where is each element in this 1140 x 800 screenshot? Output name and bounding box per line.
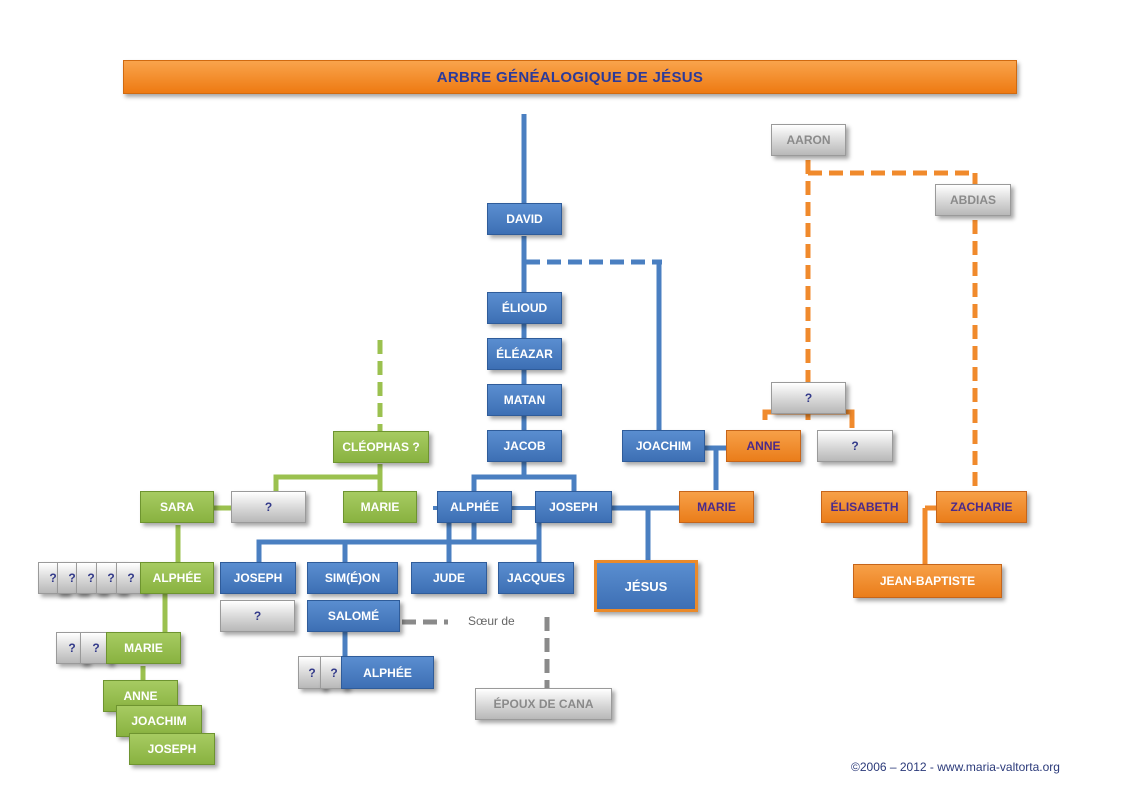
node-jacob: JACOB — [487, 430, 562, 462]
node-zacharie: ZACHARIE — [936, 491, 1027, 523]
node-jude: JUDE — [411, 562, 487, 594]
node-jean-baptiste: JEAN-BAPTISTE — [853, 564, 1002, 598]
node-sara: SARA — [140, 491, 214, 523]
node-unknown-sara-spouse: ? — [231, 491, 306, 523]
node-matan: MATAN — [487, 384, 562, 416]
node-david: DAVID — [487, 203, 562, 235]
node-alphee: ALPHÉE — [437, 491, 512, 523]
node-cleophas: CLÉOPHAS ? — [333, 431, 429, 463]
diagram-title: ARBRE GÉNÉALOGIQUE DE JÉSUS — [123, 60, 1017, 94]
node-abdias: ABDIAS — [935, 184, 1011, 216]
node-marie-cleophas: MARIE — [343, 491, 417, 523]
node-simeon: SIM(É)ON — [307, 562, 398, 594]
node-alphee-sara: ALPHÉE — [140, 562, 214, 594]
node-elioud: ÉLIOUD — [487, 292, 562, 324]
node-joachim-green: JOACHIM — [116, 705, 202, 737]
node-elisabeth: ÉLISABETH — [821, 491, 908, 523]
node-unknown-sibling: ? — [817, 430, 893, 462]
node-salome: SALOMÉ — [307, 600, 400, 632]
node-marie-mother: MARIE — [679, 491, 754, 523]
node-jesus: JÉSUS — [594, 560, 698, 612]
node-epoux-de-cana: ÉPOUX DE CANA — [475, 688, 612, 720]
node-anne: ANNE — [726, 430, 801, 462]
soeur-de-label: Sœur de — [468, 614, 515, 628]
node-joseph-child: JOSEPH — [220, 562, 296, 594]
node-unknown-joseph-spouse: ? — [220, 600, 295, 632]
node-eleazar: ÉLÉAZAR — [487, 338, 562, 370]
node-joseph: JOSEPH — [535, 491, 612, 523]
node-unknown-mother: ? — [771, 382, 846, 414]
node-marie-alphee: MARIE — [106, 632, 181, 664]
node-joachim: JOACHIM — [622, 430, 705, 462]
node-aaron: AARON — [771, 124, 846, 156]
node-jacques: JACQUES — [498, 562, 574, 594]
copyright-text: ©2006 – 2012 - www.maria-valtorta.org — [851, 760, 1060, 774]
node-alphee-salome: ALPHÉE — [341, 656, 434, 689]
node-joseph-green: JOSEPH — [129, 733, 215, 765]
